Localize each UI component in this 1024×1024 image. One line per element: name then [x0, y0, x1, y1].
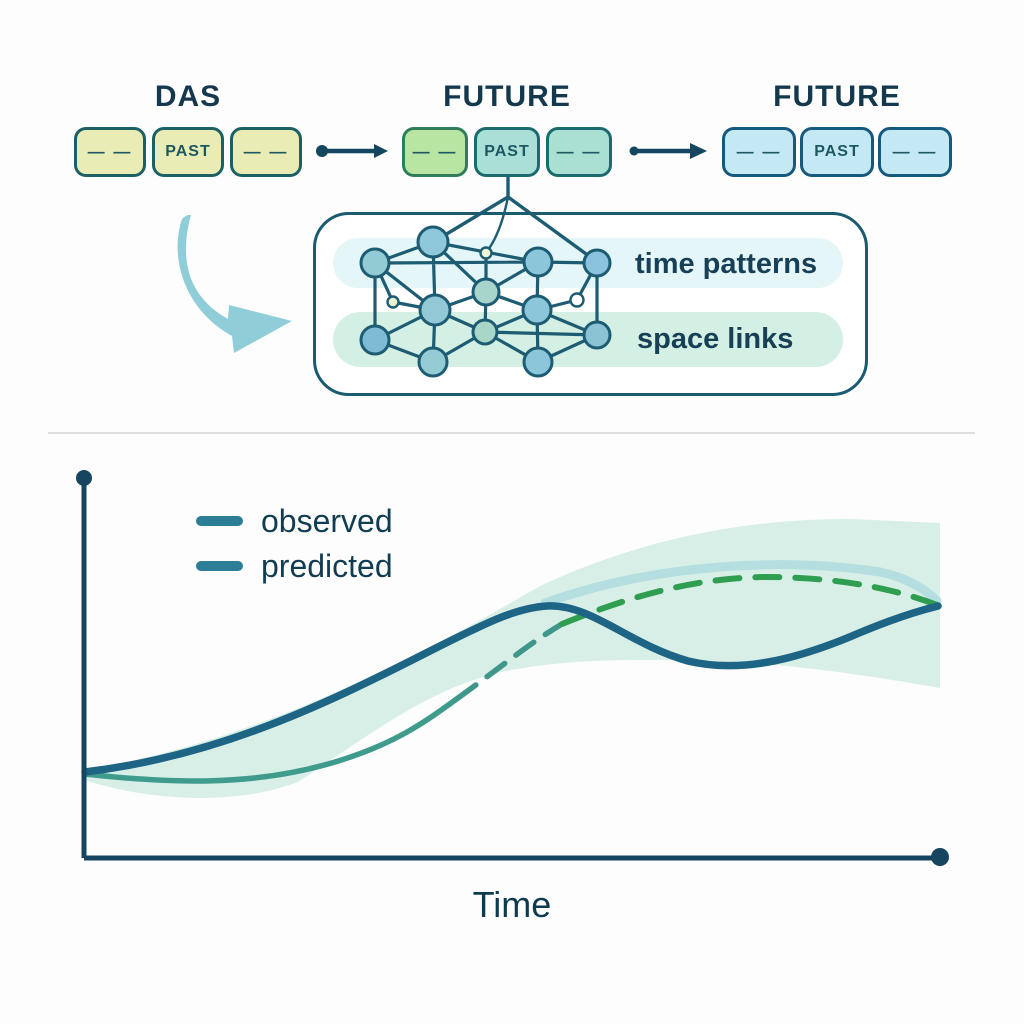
legend-swatch-predicted	[196, 561, 243, 571]
timeline-box: — —	[74, 127, 146, 177]
section-divider	[48, 432, 975, 434]
timeline-box-past: PAST	[800, 127, 874, 177]
x-axis-label: Time	[472, 884, 552, 925]
timeline-box-past: PAST	[152, 127, 224, 177]
group-title-future-2: FUTURE	[773, 80, 901, 113]
timeline-box-label: PAST	[165, 143, 211, 160]
timeline-box-label: — —	[412, 142, 458, 161]
timeline-box-label: — —	[736, 142, 782, 161]
legend-swatch-observed	[196, 516, 243, 526]
predicted-line-dashed-green	[559, 573, 940, 627]
timeline-box-label: — —	[892, 142, 938, 161]
predicted-line-dashed-teal	[455, 621, 565, 701]
timeline-box-label: — —	[243, 142, 289, 161]
legend-label-observed: observed	[261, 503, 393, 539]
timeline-box-label: — —	[556, 142, 602, 161]
x-axis-end-dot	[931, 848, 949, 866]
y-axis-end-dot	[76, 470, 92, 486]
timeline-box-label: PAST	[484, 143, 530, 160]
observed-line	[81, 602, 942, 776]
predicted-line-solid	[82, 695, 461, 784]
timeline-box-label: PAST	[814, 143, 860, 160]
legend-label-predicted: predicted	[261, 548, 393, 584]
curved-arrow	[177, 214, 292, 353]
time-patterns-label: time patterns	[635, 248, 818, 280]
timeline-box: — —	[546, 127, 612, 177]
timeline-box: — —	[722, 127, 796, 177]
timeline-box-past: PAST	[474, 127, 540, 177]
band-inner-highlight	[540, 560, 942, 608]
timeline-box: — —	[230, 127, 302, 177]
chart-axes	[76, 470, 949, 866]
timeline-box-label: — —	[87, 142, 133, 161]
timeline-box: — —	[402, 127, 468, 177]
arrow-group2-to-group3	[629, 143, 707, 159]
timeline-box: — —	[878, 127, 952, 177]
group-title-future-1: FUTURE	[443, 80, 571, 113]
space-links-label: space links	[637, 323, 794, 355]
group-title-das: DAS	[154, 80, 222, 113]
arrow-group1-to-group2	[316, 144, 388, 158]
